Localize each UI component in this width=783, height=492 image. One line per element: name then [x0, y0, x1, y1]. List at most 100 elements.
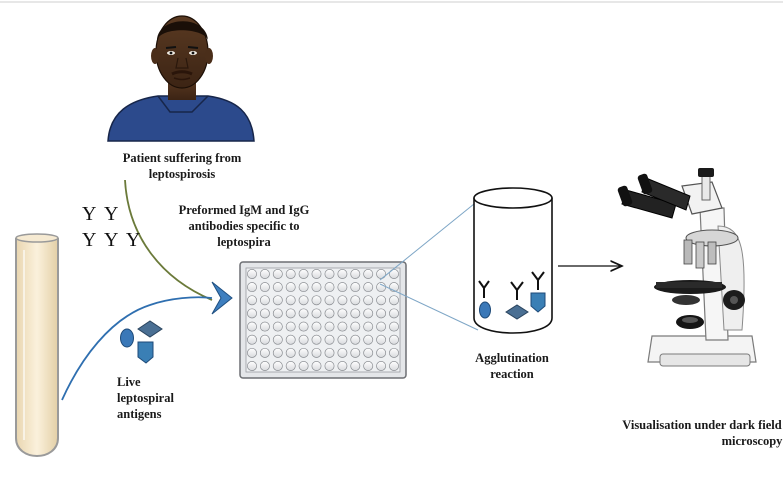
plate-well [272, 361, 283, 371]
plate-well [337, 334, 348, 345]
plate-well [324, 308, 335, 319]
plate-well [389, 269, 399, 279]
antibody-antigen-complex-3 [530, 271, 546, 313]
plate-well [259, 361, 270, 371]
plate-well [298, 269, 309, 279]
plate-well [247, 282, 257, 293]
antibody-antigen-complex-2 [505, 281, 529, 320]
antibody-glyphs-row-1: Y Y [82, 203, 120, 225]
plate-well [389, 308, 399, 319]
plate-well [311, 282, 322, 293]
plate-well [350, 282, 361, 293]
plate-well [337, 282, 348, 293]
antigen-flow-curve [61, 296, 213, 401]
plate-well [376, 361, 387, 371]
antibodies-label-line-3: leptospira [217, 235, 271, 249]
plate-well [285, 361, 296, 371]
patient-label-line-1: Patient suffering from [123, 151, 242, 165]
plate-well [324, 269, 335, 279]
plate-well [324, 347, 335, 358]
plate-well [272, 308, 283, 319]
plate-well [389, 295, 399, 306]
antibody-flow-curve [124, 179, 213, 301]
antigens-label-line-3: antigens [117, 407, 162, 421]
patient-label-line-2: leptospirosis [149, 167, 216, 181]
plate-well [324, 361, 335, 371]
plate-well [285, 321, 296, 332]
antigens-label-line-2: leptospiral [117, 391, 174, 405]
antigens-label-line-1: Live [117, 375, 141, 389]
plate-well [247, 295, 257, 306]
visualisation-label-line-2: microscopy [722, 434, 783, 448]
merge-arrow-icon [211, 281, 233, 315]
plate-well [298, 295, 309, 306]
antigen-pentagon-icon [137, 341, 154, 364]
plate-well [259, 282, 270, 293]
plate-well [272, 321, 283, 332]
agglutination-label-line-1: Agglutination [475, 351, 549, 365]
plate-well [272, 295, 283, 306]
plate-well [337, 347, 348, 358]
plate-well [311, 321, 322, 332]
plate-well [350, 295, 361, 306]
plate-well [337, 361, 348, 371]
microtiter-plate-icon [239, 261, 407, 379]
plate-well [298, 361, 309, 371]
plate-well [272, 282, 283, 293]
person-icon [107, 15, 255, 142]
visualisation-label-line-1: Visualisation under dark field [622, 418, 781, 432]
plate-well [311, 269, 322, 279]
agglutination-label-line-2: reaction [490, 367, 534, 381]
plate-well [337, 295, 348, 306]
plate-well [247, 308, 257, 319]
plate-well [350, 321, 361, 332]
plate-well [363, 295, 374, 306]
plate-well [298, 321, 309, 332]
plate-well [311, 347, 322, 358]
antibodies-label-line-1: Preformed IgM and IgG [179, 203, 310, 217]
plate-well [311, 308, 322, 319]
plate-well [350, 269, 361, 279]
plate-well [363, 361, 374, 371]
plate-well [337, 321, 348, 332]
antigen-icons [120, 320, 163, 364]
plate-well [389, 334, 399, 345]
plate-well [389, 361, 399, 371]
plate-well [247, 347, 257, 358]
plate-well [259, 295, 270, 306]
plate-well [285, 269, 296, 279]
plate-well [363, 334, 374, 345]
zoom-line-bottom [379, 283, 479, 331]
plate-well [363, 347, 374, 358]
plate-well [350, 361, 361, 371]
plate-well [376, 282, 387, 293]
antibody-glyphs-row-2: Y Y Y [82, 229, 142, 251]
well-zoom-icon [473, 187, 553, 334]
plate-well [285, 334, 296, 345]
antibody-antigen-complex-1 [478, 280, 491, 319]
plate-well [337, 308, 348, 319]
plate-well [350, 334, 361, 345]
plate-well [311, 334, 322, 345]
plate-well [259, 347, 270, 358]
plate-well [363, 321, 374, 332]
plate-well [363, 282, 374, 293]
plate-well [259, 321, 270, 332]
plate-well [376, 347, 387, 358]
plate-well [285, 308, 296, 319]
plate-well [350, 347, 361, 358]
plate-well [363, 308, 374, 319]
plate-well [376, 295, 387, 306]
plate-well [363, 269, 374, 279]
zoom-line-top [379, 203, 475, 281]
plate-well [324, 295, 335, 306]
plate-well [285, 347, 296, 358]
plate-well [259, 334, 270, 345]
plate-well [247, 334, 257, 345]
plate-well [350, 308, 361, 319]
plate-well [311, 361, 322, 371]
test-tube-icon [15, 233, 59, 457]
plate-well [298, 334, 309, 345]
